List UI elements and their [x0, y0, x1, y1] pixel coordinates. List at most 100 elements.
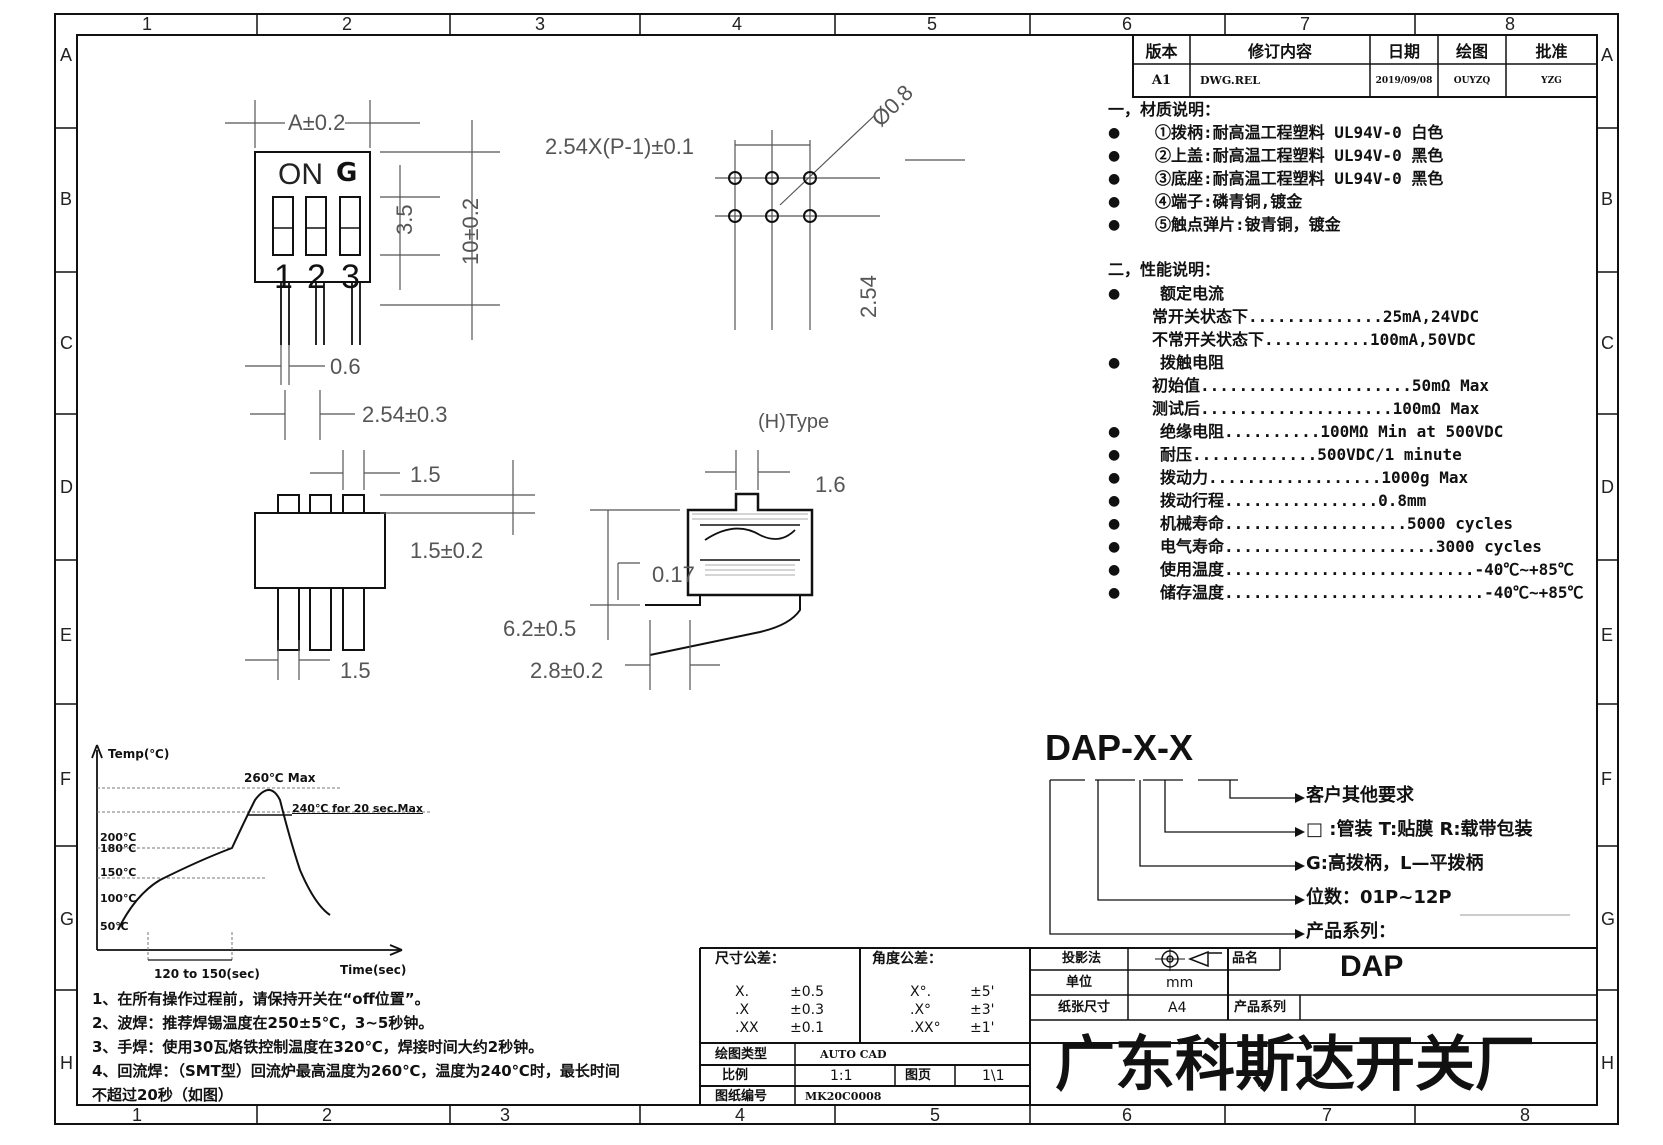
col-label-4: 4: [732, 14, 743, 34]
page-value: 1\1: [982, 1068, 1005, 1084]
row-label-d: D: [60, 477, 73, 497]
row-label-d-right: D: [1601, 477, 1614, 497]
note-1: 1、在所有操作过程前，请保持开关在“off位置”。: [92, 990, 430, 1008]
row-label-b: B: [60, 189, 73, 209]
rev-header-approved: 批准: [1535, 41, 1568, 61]
rev-version: A1: [1151, 73, 1172, 88]
part-code-actuator: G:高拨柄，L—平拨柄: [1306, 853, 1484, 874]
perf-item: 机械寿命...................5000 cycles: [1160, 514, 1513, 533]
row-label-a: A: [60, 45, 73, 65]
col-label-6: 6: [1122, 14, 1133, 34]
perf-item: 使用温度..........................-40℃~+85℃: [1160, 560, 1574, 579]
switch-on-icon: G: [336, 158, 358, 188]
company-name: 广东科斯达开关厂: [1055, 1030, 1535, 1100]
unit-label: 单位: [1066, 975, 1093, 990]
material-bullet: ●: [1108, 194, 1121, 210]
perf-bullet: ●: [1108, 516, 1121, 532]
row-label-h: H: [60, 1053, 73, 1073]
material-heading: 一，材质说明：: [1108, 100, 1221, 119]
rev-header-drawn: 绘图: [1455, 41, 1488, 61]
contact-res-line: 测试后....................100mΩ Max: [1152, 399, 1480, 418]
reflow-duration: 120 to 150(sec): [154, 967, 260, 981]
rev-content: DWG.REL: [1200, 74, 1260, 87]
reflow-x-label: Time(sec): [340, 963, 407, 977]
reflow-temp-100: 100℃: [100, 892, 137, 905]
row-label-c: C: [60, 333, 73, 353]
contact-res-label: 拨触电阻: [1160, 353, 1225, 372]
material-item: ⑤触点弹片:铍青铜，镀金: [1155, 215, 1341, 234]
rated-current-line: 不常开关状态下...........100mA,50VDC: [1152, 330, 1476, 349]
dim-tol-key: .X: [735, 1002, 750, 1018]
rev-approved: YZG: [1541, 75, 1562, 86]
dim-1-6: 1.6: [815, 472, 846, 497]
row-label-f-right: F: [1601, 769, 1612, 789]
performance-heading: 二，性能说明：: [1108, 260, 1221, 279]
part-code-packing: □ :管装 T:贴膜 R:载带包装: [1306, 819, 1533, 840]
dim-0-6: 0.6: [330, 354, 361, 379]
row-label-e-right: E: [1601, 625, 1614, 645]
note-4-cont: 不超过20秒（如图）: [92, 1086, 233, 1104]
paper-size-label: 纸张尺寸: [1058, 1000, 1111, 1015]
reflow-hold-label: 240℃ for 20 sec.Max: [292, 802, 424, 815]
dim-tol-val: ±0.1: [790, 1020, 824, 1036]
dim-a: A±0.2: [288, 110, 346, 135]
unit-value: mm: [1166, 975, 1194, 991]
switch-number-3: 3: [341, 258, 360, 296]
col-label-5-bottom: 5: [930, 1105, 941, 1125]
dim-0-17: 0.17: [652, 562, 695, 587]
h-type-label: (H)Type: [758, 411, 830, 433]
col-label-7-bottom: 7: [1322, 1105, 1333, 1125]
row-label-f: F: [60, 769, 71, 789]
dim-10: 10±0.2: [458, 197, 483, 265]
rated-current-label: 额定电流: [1160, 284, 1225, 303]
dim-tol-val: ±0.5: [790, 984, 824, 1000]
material-item: ③底座:耐高温工程塑料 UL94V-0 黑色: [1155, 169, 1444, 188]
dim-1-5-bottom: 1.5: [340, 658, 371, 683]
dim-2-54-0-3: 2.54±0.3: [362, 402, 448, 427]
col-label-7: 7: [1300, 14, 1311, 34]
ang-tolerance-label: 角度公差：: [872, 951, 942, 967]
col-label-8: 8: [1505, 14, 1516, 34]
material-bullet: ●: [1108, 148, 1121, 164]
perf-bullet: ●: [1108, 286, 1121, 302]
reflow-temp-150: 150℃: [100, 866, 137, 879]
ang-tol-val: ±3': [970, 1002, 995, 1018]
col-label-3-bottom: 3: [500, 1105, 511, 1125]
col-label-4-bottom: 4: [735, 1105, 746, 1125]
col-label-8-bottom: 8: [1520, 1105, 1531, 1125]
dim-tol-val: ±0.3: [790, 1002, 824, 1018]
col-label-2: 2: [342, 14, 353, 34]
switch-number-2: 2: [307, 258, 326, 296]
product-series-label: 产品系列: [1234, 1000, 1287, 1015]
reflow-temp-180: 180℃: [100, 842, 137, 855]
ang-tol-key: .XX°: [910, 1020, 941, 1036]
paper-size-value: A4: [1168, 1000, 1187, 1016]
dim-2-8: 2.8±0.2: [530, 658, 604, 683]
scale-value: 1:1: [830, 1068, 853, 1084]
note-3: 3、手焊：使用30瓦烙铁控制温度在320℃，焊接时间大约2秒钟。: [92, 1038, 544, 1056]
ang-tol-val: ±1': [970, 1020, 995, 1036]
drawing-no-label: 图纸编号: [715, 1089, 768, 1104]
ang-tol-val: ±5': [970, 984, 995, 1000]
dim-tol-key: .XX: [735, 1020, 759, 1036]
switch-number-1: 1: [274, 258, 293, 296]
reflow-temp-50: 50℃: [100, 920, 129, 933]
material-bullet: ●: [1108, 125, 1121, 141]
dim-6-2: 6.2±0.5: [503, 616, 577, 641]
perf-bullet: ●: [1108, 355, 1121, 371]
rev-header-date: 日期: [1387, 41, 1420, 61]
dim-1-5-top: 1.5: [410, 462, 441, 487]
rev-header-version: 版本: [1145, 41, 1178, 61]
part-code: DAP-X-X: [1045, 727, 1194, 768]
col-label-5: 5: [927, 14, 938, 34]
perf-bullet: ●: [1108, 585, 1121, 601]
material-bullet: ●: [1108, 217, 1121, 233]
rev-drawn: OUYZQ: [1453, 75, 1491, 86]
dim-tol-key: X.: [735, 984, 750, 1000]
note-2: 2、波焊：推荐焊锡温度在250±5℃，3~5秒钟。: [92, 1014, 434, 1032]
perf-bullet: ●: [1108, 493, 1121, 509]
dim-tolerance-label: 尺寸公差：: [715, 951, 785, 967]
row-label-c-right: C: [1601, 333, 1614, 353]
col-label-1: 1: [142, 14, 153, 34]
